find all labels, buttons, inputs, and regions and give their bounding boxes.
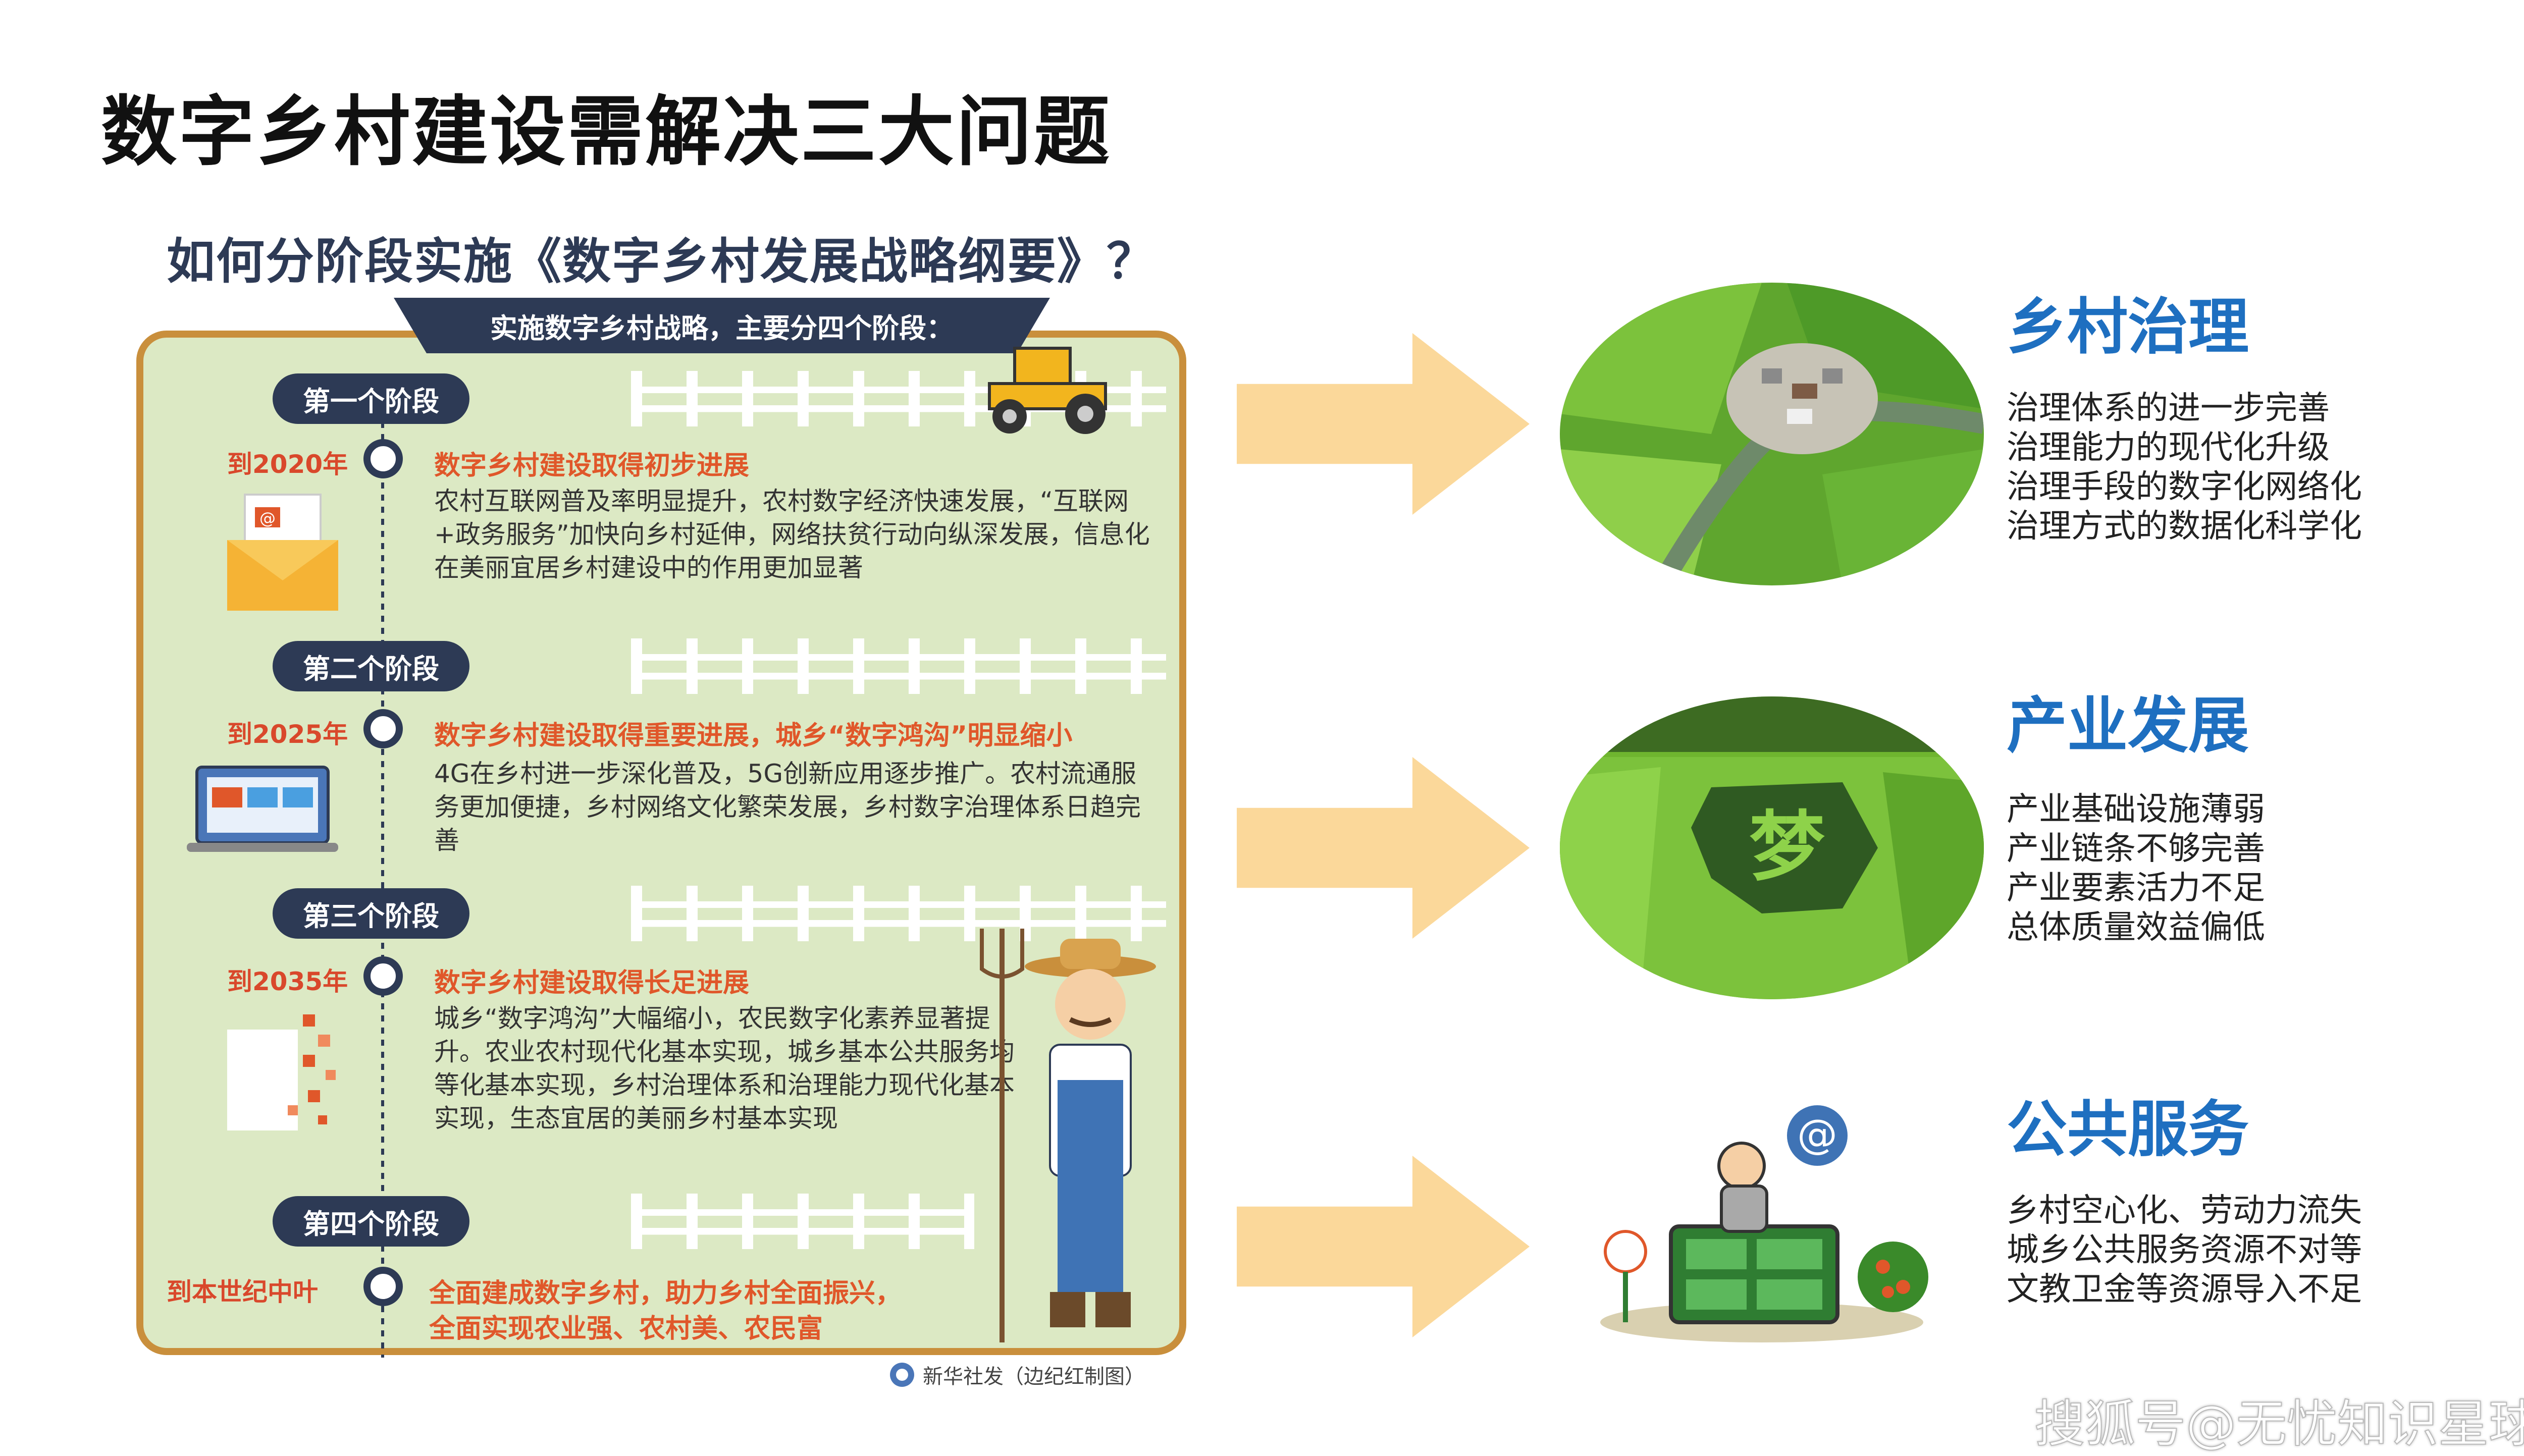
list-item: 城乡公共服务资源不对等 [2007, 1231, 2362, 1269]
infographic: 如何分阶段实施《数字乡村发展战略纲要》？ 实施数字乡村战略，主要分四个阶段： 第… [131, 222, 1222, 1403]
list-item: 治理体系的进一步完善 [2007, 390, 2330, 427]
list-item: 治理方式的数据化科学化 [2007, 508, 2362, 545]
fence-decoration [631, 638, 1166, 694]
infographic-banner: 实施数字乡村战略，主要分四个阶段： [394, 298, 1050, 353]
stage-3-headline: 数字乡村建设取得长足进展 [434, 968, 750, 998]
list-item: 乡村空心化、劳动力流失 [2007, 1192, 2362, 1229]
fence-decoration [631, 886, 1166, 941]
stage-4-headline-line2: 全面实现农业强、农村美、农民富 [429, 1314, 823, 1344]
village-aerial-image [1560, 283, 1984, 585]
watermark: 搜狐号@无忧知识星球 [2034, 1394, 2524, 1454]
section-heading-public-service: 公共服务 [2007, 1095, 2249, 1165]
stage-3-year: 到2035年 [227, 967, 348, 996]
arrow-right-icon [1237, 333, 1530, 515]
stage-4-year: 到本世纪中叶 [167, 1277, 318, 1307]
stage-1-label: 第一个阶段 [273, 373, 469, 424]
list-item: 产业基础设施薄弱 [2007, 791, 2265, 828]
arrow-right-icon [1237, 757, 1530, 939]
list-item: 治理手段的数字化网络化 [2007, 468, 2362, 506]
xinhua-logo-icon [890, 1363, 914, 1387]
section-heading-governance: 乡村治理 [2007, 292, 2249, 362]
stage-2-text: 4G在乡村进一步深化普及，5G创新应用逐步推广。农村流通服务更加便捷，乡村网络文… [434, 759, 1141, 855]
source-text: 新华社发（边纪红制图） [923, 1365, 1145, 1388]
stage-4-label: 第四个阶段 [273, 1196, 469, 1247]
devices-icon [187, 766, 338, 852]
section-list-industry: 产业基础设施薄弱 产业链条不够完善 产业要素活力不足 总体质量效益偏低 [2007, 790, 2265, 947]
arrow-right-icon [1237, 1156, 1530, 1337]
section-list-governance: 治理体系的进一步完善 治理能力的现代化升级 治理手段的数字化网络化 治理方式的数… [2007, 389, 2362, 546]
stage-1-year: 到2020年 [227, 450, 348, 479]
list-item: 治理能力的现代化升级 [2007, 429, 2330, 466]
stage-3-label: 第三个阶段 [273, 888, 469, 939]
slide-title: 数字乡村建设需解决三大问题 [101, 88, 1112, 176]
timeline-dot [363, 439, 403, 478]
stage-2-label: 第二个阶段 [273, 641, 469, 691]
section-heading-industry: 产业发展 [2007, 691, 2249, 761]
timeline-dot [363, 709, 403, 748]
svg-text:@: @ [1797, 1111, 1837, 1158]
pixel-document-icon [227, 1014, 336, 1130]
timeline-line [381, 373, 384, 1358]
farmer-illustration [980, 929, 1156, 1342]
stage-3-text: 城乡“数字鸿沟”大幅缩小，农民数字化素养显著提升。农业农村现代化基本实现，城乡基… [434, 1004, 1015, 1133]
farmland-aerial-image: 梦 [1560, 696, 1984, 999]
list-item: 文教卫金等资源导入不足 [2007, 1271, 2362, 1308]
stage-4-headline: 全面建成数字乡村，助力乡村全面振兴， [429, 1278, 902, 1309]
stage-2-year: 到2025年 [227, 720, 348, 749]
source-credit: 新华社发（边纪红制图） [888, 1360, 1145, 1389]
email-icon: @ [227, 494, 338, 611]
section-list-public-service: 乡村空心化、劳动力流失 城乡公共服务资源不对等 文教卫金等资源导入不足 [2007, 1191, 2362, 1309]
tractor-icon [988, 347, 1107, 434]
infographic-title: 如何分阶段实施《数字乡村发展战略纲要》？ [167, 233, 1156, 290]
svg-text:@: @ [259, 509, 276, 528]
fence-decoration [631, 1194, 974, 1249]
timeline-dot [363, 1267, 403, 1306]
stage-1-headline: 数字乡村建设取得初步进展 [434, 451, 750, 481]
dream-character: 梦 [1749, 803, 1825, 891]
timeline-dot [363, 956, 403, 996]
list-item: 产业要素活力不足 [2007, 870, 2265, 907]
public-service-illustration: @ [1580, 1085, 1943, 1347]
stage-2-headline: 数字乡村建设取得重要进展，城乡“数字鸿沟”明显缩小 [434, 721, 1073, 751]
stage-1-text: 农村互联网普及率明显提升，农村数字经济快速发展，“互联网+政务服务”加快向乡村延… [434, 487, 1150, 582]
list-item: 总体质量效益偏低 [2007, 909, 2265, 946]
list-item: 产业链条不够完善 [2007, 830, 2265, 868]
